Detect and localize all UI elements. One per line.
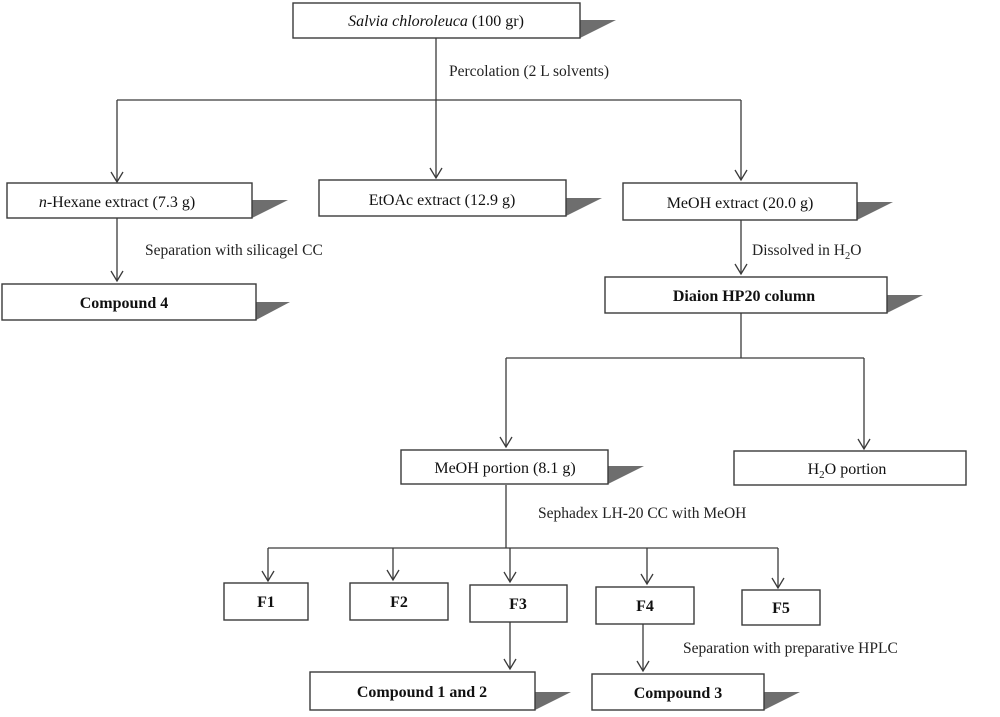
box-f5: F5 [741, 589, 821, 626]
h2o-sub: 2 [819, 469, 825, 481]
box-f3: F3 [469, 584, 568, 623]
box-compound-4: Compound 4 [1, 283, 290, 321]
hexane-label: -Hexane extract (7.3 g) [47, 194, 195, 211]
svg-text:Salvia chloroleuca (100 gr): Salvia chloroleuca (100 gr) [348, 13, 524, 30]
diaion-label: Diaion HP20 column [673, 288, 815, 305]
f3-label: F3 [509, 596, 527, 613]
svg-text:H2O portion: H2O portion [808, 461, 887, 481]
f5-label: F5 [772, 600, 790, 617]
connectors [116, 38, 865, 671]
compound-12-label: Compound 1 and 2 [357, 684, 487, 701]
box-f2: F2 [349, 582, 449, 621]
box-f1: F1 [223, 582, 309, 621]
f4-label: F4 [636, 598, 654, 615]
compound-3-label: Compound 3 [634, 685, 722, 702]
compound-4-label: Compound 4 [80, 295, 168, 312]
box-meoh-portion: MeOH portion (8.1 g) [400, 449, 644, 485]
note-silicagel: Separation with silicagel CC [145, 242, 323, 259]
box-f4: F4 [595, 586, 695, 625]
box-source: Salvia chloroleuca (100 gr) [292, 2, 616, 39]
note-dissolved: Dissolved in H2O [752, 242, 861, 262]
hexane-prefix: n [39, 194, 47, 211]
meoh-extract-label: MeOH extract (20.0 g) [667, 195, 814, 212]
note-sephadex: Sephadex LH-20 CC with MeOH [538, 505, 746, 522]
h2o-pre: H [808, 461, 820, 478]
source-name: Salvia chloroleuca [348, 13, 468, 30]
note-percolation: Percolation (2 L solvents) [449, 63, 609, 80]
box-compound-3: Compound 3 [591, 673, 800, 711]
box-etoac-extract: EtOAc extract (12.9 g) [318, 179, 602, 217]
f1-label: F1 [257, 594, 275, 611]
meoh-portion-label: MeOH portion (8.1 g) [434, 460, 575, 477]
arrowheads [110, 167, 871, 673]
svg-text:n-Hexane extract (7.3 g): n-Hexane extract (7.3 g) [39, 194, 195, 211]
h2o-post: O portion [825, 461, 887, 478]
etoac-label: EtOAc extract (12.9 g) [369, 192, 516, 209]
f2-label: F2 [390, 594, 408, 611]
box-compound-1-and-2: Compound 1 and 2 [309, 671, 571, 711]
box-meoh-extract: MeOH extract (20.0 g) [622, 182, 893, 221]
box-h2o-portion: H2O portion [733, 450, 967, 486]
source-amount: (100 gr) [468, 13, 524, 30]
box-diaion-column: Diaion HP20 column [604, 276, 923, 314]
note-hplc: Separation with preparative HPLC [683, 640, 898, 657]
box-hexane-extract: n-Hexane extract (7.3 g) [6, 182, 288, 219]
